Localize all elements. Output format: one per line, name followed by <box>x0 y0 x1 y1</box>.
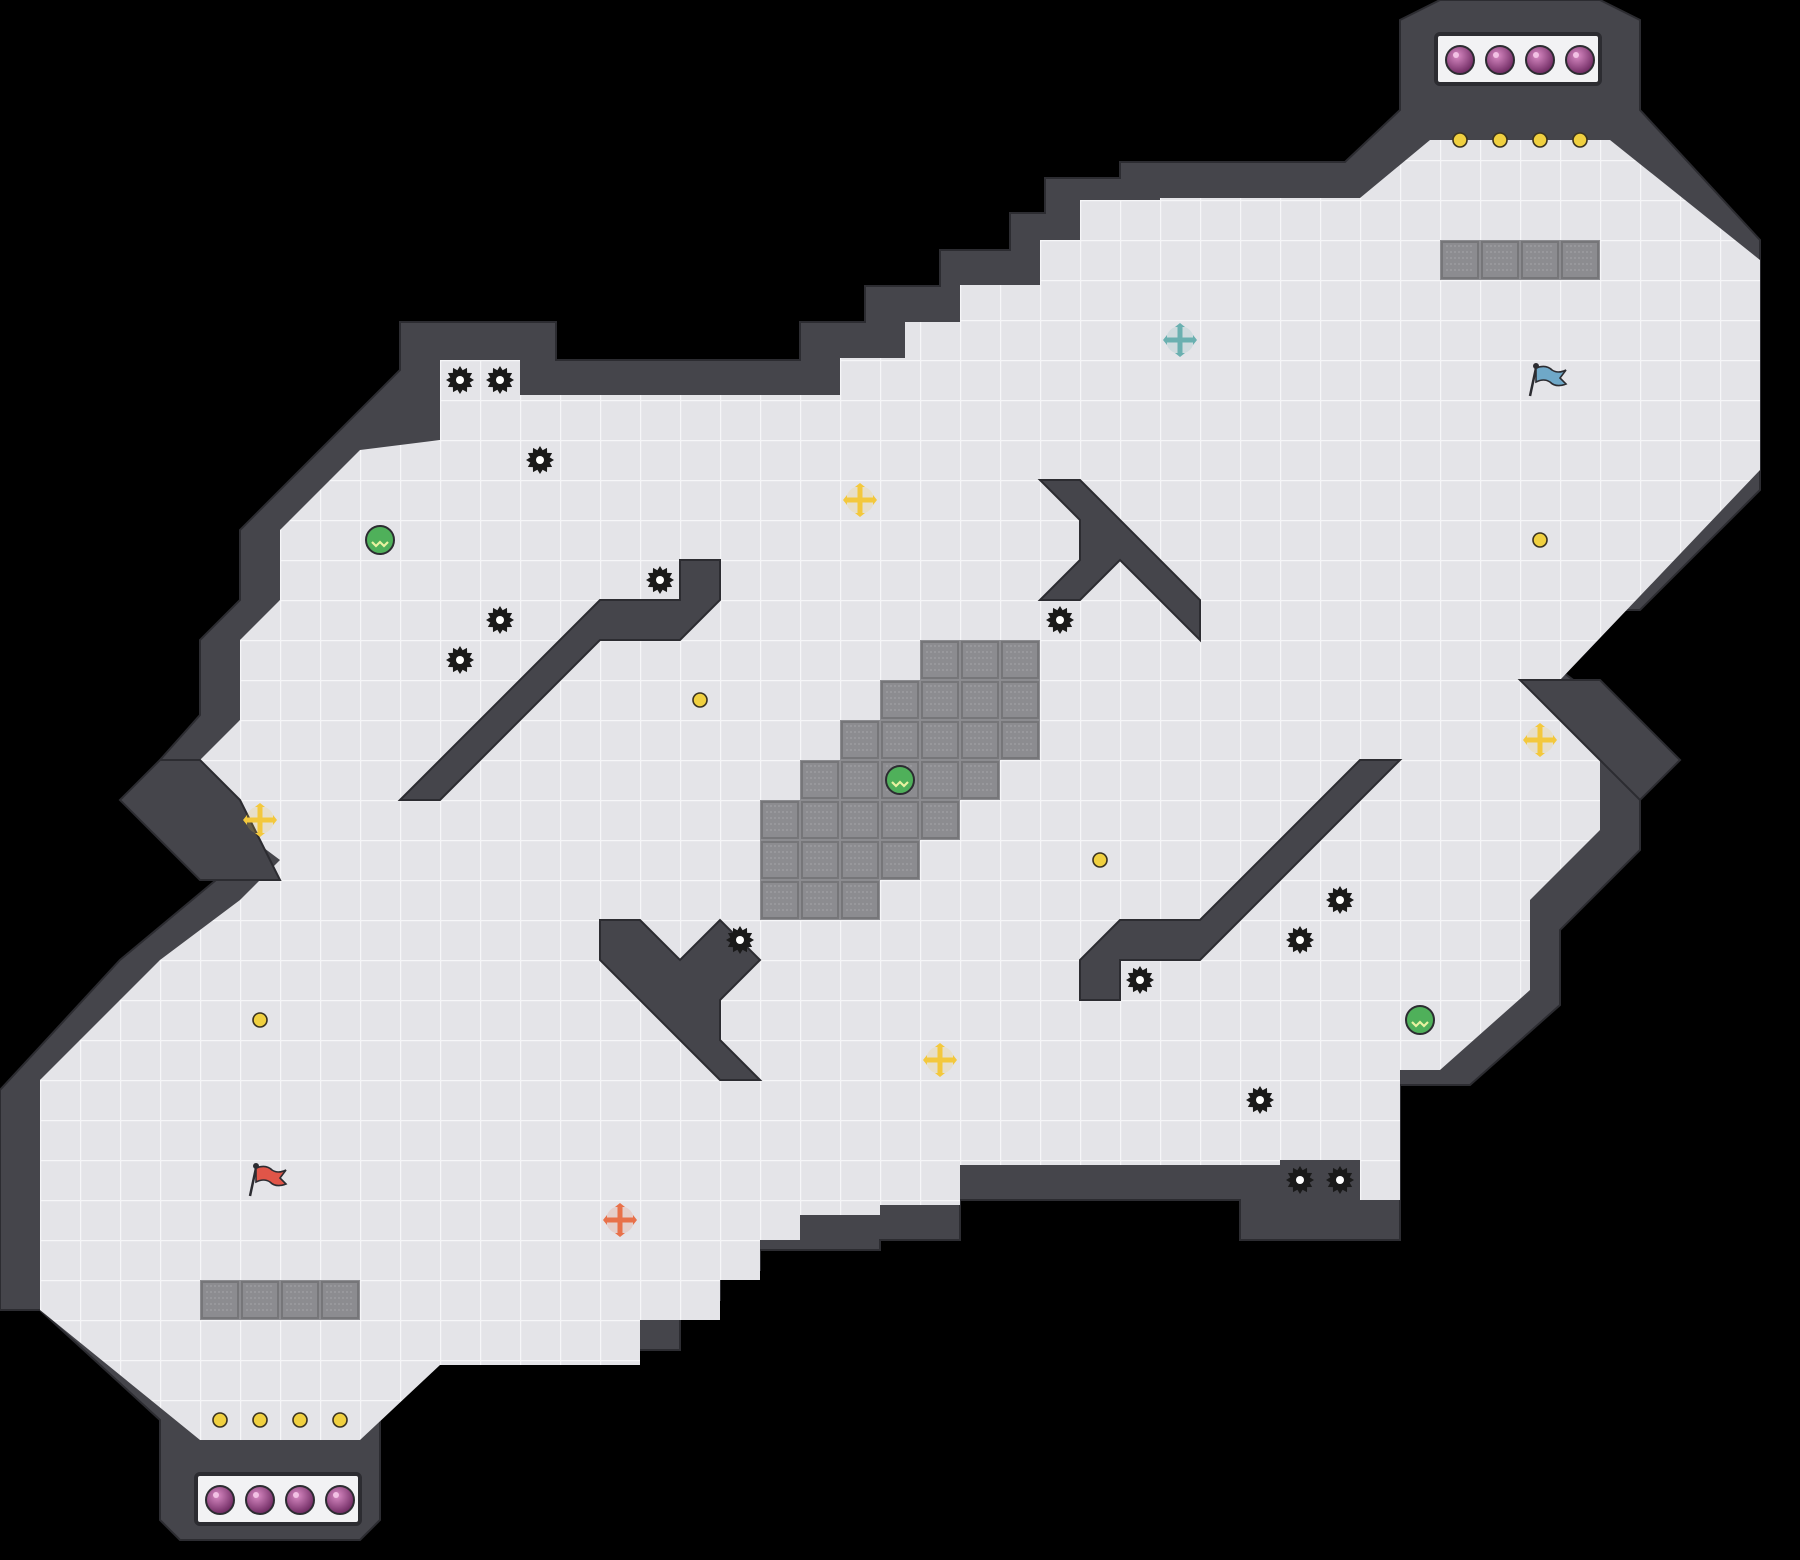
bomb-ball <box>1525 45 1555 75</box>
bomb-ball <box>325 1485 355 1515</box>
wall-ramp-lower-right <box>1079 759 1403 1001</box>
wall-ramp-upper-left <box>397 559 721 801</box>
spike-icon <box>1046 606 1074 634</box>
block-tile <box>920 640 960 680</box>
block-tile <box>800 760 840 800</box>
block-tile <box>960 680 1000 720</box>
spike-icon <box>486 606 514 634</box>
block-tile <box>840 800 880 840</box>
boost-dot <box>212 1412 228 1428</box>
block-tile <box>960 640 1000 680</box>
red-spawn-icon <box>603 1203 637 1237</box>
bomb-ball <box>1445 45 1475 75</box>
block-tile <box>800 840 840 880</box>
block-tile <box>840 720 880 760</box>
wall-chevron-center-top <box>1037 479 1201 643</box>
spike-icon <box>646 566 674 594</box>
block-tile <box>840 880 880 920</box>
spike-icon <box>446 646 474 674</box>
block-tile <box>960 720 1000 760</box>
red-flag-icon <box>248 1163 288 1197</box>
boost-dot <box>1452 132 1468 148</box>
block-strip-top-right <box>1440 240 1600 280</box>
center-block-cluster <box>760 640 1040 920</box>
spike-icon <box>1326 1166 1354 1194</box>
block-tile <box>1000 680 1040 720</box>
block-tile <box>800 880 840 920</box>
blue-ball-rack <box>1434 32 1602 86</box>
boost-dot <box>1092 852 1108 868</box>
block-tile <box>880 720 920 760</box>
boost-dot <box>292 1412 308 1428</box>
block-tile <box>880 840 920 880</box>
blue-spawn-icon <box>1163 323 1197 357</box>
spike-icon <box>1286 1166 1314 1194</box>
boost-dot <box>1532 532 1548 548</box>
boost-dot <box>252 1012 268 1028</box>
gate-ball <box>1405 1005 1435 1035</box>
boost-dot <box>1492 132 1508 148</box>
wall-wedge-left <box>118 759 282 881</box>
spike-icon <box>1246 1086 1274 1114</box>
block-tile <box>920 760 960 800</box>
powerup-icon <box>243 803 277 837</box>
spike-icon <box>726 926 754 954</box>
bomb-ball <box>245 1485 275 1515</box>
block-tile <box>1000 720 1040 760</box>
boost-dot <box>252 1412 268 1428</box>
bomb-ball <box>1485 45 1515 75</box>
block-tile <box>920 680 960 720</box>
spike-icon <box>1126 966 1154 994</box>
bomb-ball <box>1565 45 1595 75</box>
boost-dot <box>332 1412 348 1428</box>
spike-icon <box>1286 926 1314 954</box>
wall-chevron-center-bottom <box>599 918 763 1081</box>
boost-dot <box>1572 132 1588 148</box>
powerup-icon <box>923 1043 957 1077</box>
boost-dot <box>1532 132 1548 148</box>
block-tile <box>760 800 800 840</box>
blue-flag-icon <box>1528 363 1568 397</box>
bomb-ball <box>285 1485 315 1515</box>
block-tile <box>760 880 800 920</box>
red-ball-rack <box>194 1472 362 1526</box>
gate-ball <box>885 765 915 795</box>
block-tile <box>1000 640 1040 680</box>
spike-icon <box>486 366 514 394</box>
spike-icon <box>1326 886 1354 914</box>
bomb-ball <box>205 1485 235 1515</box>
boost-dot <box>692 692 708 708</box>
block-tile <box>880 800 920 840</box>
spike-icon <box>526 446 554 474</box>
spike-icon <box>446 366 474 394</box>
block-tile <box>960 760 1000 800</box>
powerup-icon <box>843 483 877 517</box>
block-strip-bottom-left <box>200 1280 360 1320</box>
block-tile <box>920 720 960 760</box>
wall-wedge-right <box>1517 679 1682 802</box>
block-tile <box>880 680 920 720</box>
block-tile <box>840 840 880 880</box>
block-tile <box>920 800 960 840</box>
powerup-icon <box>1523 723 1557 757</box>
block-tile <box>840 760 880 800</box>
block-tile <box>760 840 800 880</box>
block-tile <box>800 800 840 840</box>
gate-ball <box>365 525 395 555</box>
